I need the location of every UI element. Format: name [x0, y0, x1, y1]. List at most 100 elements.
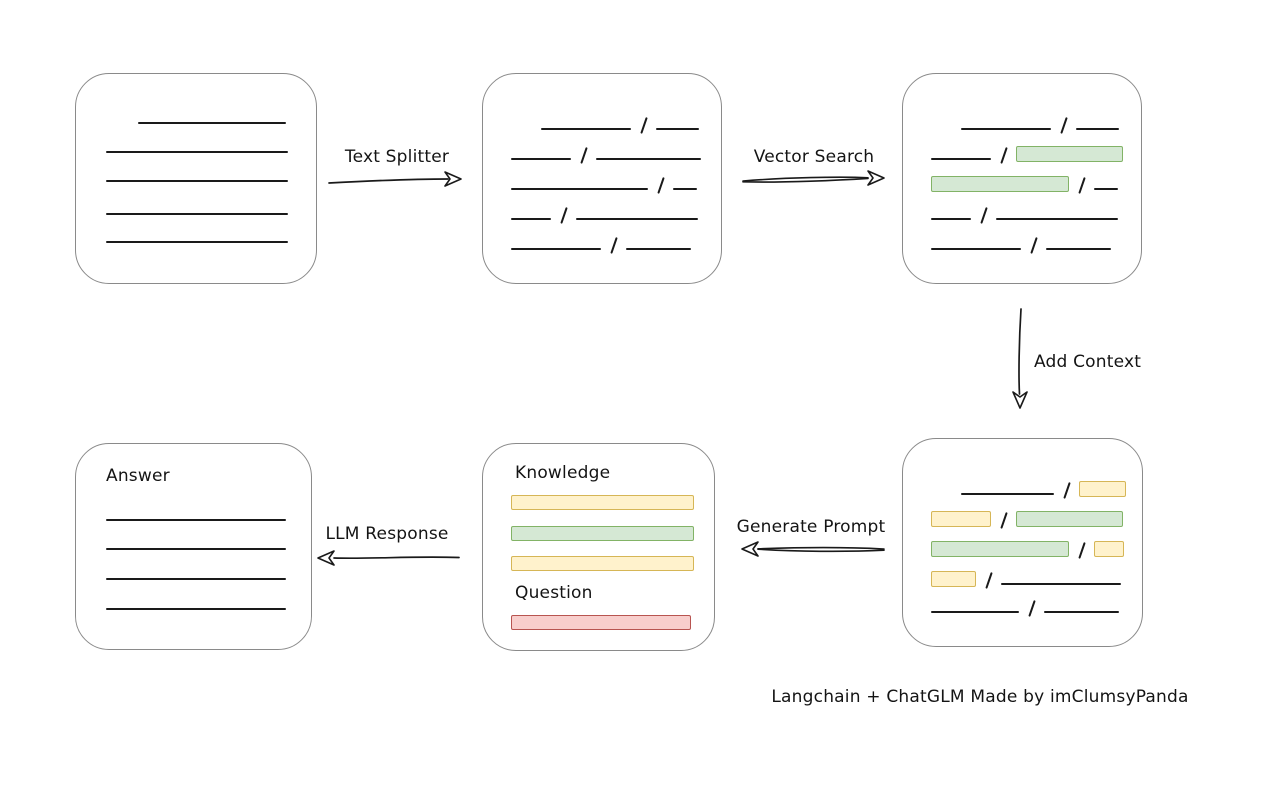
arrow-shaft-double: [757, 548, 885, 553]
matched-chunks-box: [902, 73, 1142, 284]
slash-separator: [1027, 600, 1036, 617]
yellow-bar: [511, 495, 694, 510]
text-line: [106, 578, 286, 580]
chunk-row: [931, 537, 1124, 557]
vector-search-label: Vector Search: [753, 147, 875, 167]
green-bar: [511, 526, 694, 541]
arrow-head: [1012, 391, 1028, 409]
chunk-row: [511, 172, 697, 190]
green-chunk-highlight: [1016, 511, 1123, 527]
text-splitter-label: Text Splitter: [344, 147, 450, 167]
slash-separator: [984, 572, 993, 589]
chunk-row: [931, 202, 1118, 220]
generate-prompt-label: Generate Prompt: [736, 517, 886, 537]
chunk-line: [931, 611, 1019, 613]
green-chunk-highlight: [1016, 146, 1123, 162]
chunk-row: [961, 477, 1126, 497]
text-line: [138, 122, 286, 124]
chunk-row: [931, 567, 1121, 587]
chunk-line: [626, 248, 691, 250]
arrow-head: [317, 550, 335, 566]
question-label: Question: [515, 583, 593, 603]
chunk-line: [511, 158, 571, 160]
chunk-row: [511, 142, 701, 160]
chunk-line: [931, 218, 971, 220]
text-line: [106, 608, 286, 610]
chunk-line: [961, 493, 1054, 495]
chunk-line: [576, 218, 698, 220]
vector-search-arrow: [742, 170, 885, 186]
green-chunk-highlight: [931, 176, 1069, 192]
add-context-label: Add Context: [1034, 352, 1142, 372]
slash-separator: [1029, 237, 1038, 254]
chunk-row: [931, 172, 1118, 192]
arrow-head: [444, 171, 462, 187]
add-context-arrow: [1012, 308, 1028, 409]
slash-separator: [1077, 542, 1086, 559]
yellow-chunk-highlight: [931, 571, 976, 587]
context-chunks-box: [902, 438, 1143, 647]
chunk-line: [931, 158, 991, 160]
chunk-row: [931, 507, 1123, 527]
chunk-line: [1001, 583, 1121, 585]
chunk-line: [1094, 188, 1118, 190]
slash-separator: [999, 512, 1008, 529]
chunk-row: [511, 232, 691, 250]
chunk-line: [1044, 611, 1119, 613]
slash-separator: [579, 147, 588, 164]
text-line: [106, 151, 288, 153]
slash-separator: [1062, 482, 1071, 499]
chunk-row: [511, 202, 698, 220]
chunk-line: [961, 128, 1051, 130]
chunk-line: [673, 188, 697, 190]
generate-prompt-arrow: [741, 541, 885, 557]
text-splitter-arrow: [328, 171, 462, 187]
split-chunks-box: [482, 73, 722, 284]
chunk-row: [931, 595, 1119, 613]
arrow-shaft-double: [742, 177, 869, 183]
chunk-line: [1076, 128, 1119, 130]
slash-separator: [979, 207, 988, 224]
text-line: [106, 241, 288, 243]
red-bar: [511, 615, 691, 630]
arrow-shaft: [328, 178, 449, 184]
answer-label: Answer: [106, 466, 170, 486]
chunk-line: [596, 158, 701, 160]
llm-response-label: LLM Response: [325, 524, 449, 544]
arrow-shaft: [742, 176, 869, 182]
text-line: [106, 548, 286, 550]
slash-separator: [1059, 117, 1068, 134]
text-line: [106, 519, 286, 521]
arrow-shaft: [1018, 308, 1022, 395]
chunk-line: [996, 218, 1118, 220]
llm-response-arrow: [317, 550, 460, 566]
arrow-head: [867, 170, 885, 186]
yellow-chunk-highlight: [1079, 481, 1126, 497]
slash-separator: [609, 237, 618, 254]
text-line: [106, 180, 288, 182]
chunk-row: [541, 112, 699, 130]
chunk-line: [541, 128, 631, 130]
prompt-box: Knowledge Question: [482, 443, 715, 651]
yellow-bar: [511, 556, 694, 571]
arrow-shaft: [757, 546, 885, 550]
chunk-line: [511, 248, 601, 250]
slash-separator: [999, 147, 1008, 164]
answer-box: Answer: [75, 443, 312, 650]
green-chunk-highlight: [931, 541, 1069, 557]
credit-text: Langchain + ChatGLM Made by imClumsyPand…: [771, 687, 1189, 707]
knowledge-label: Knowledge: [515, 463, 611, 483]
chunk-line: [1046, 248, 1111, 250]
slash-separator: [639, 117, 648, 134]
arrow-head: [741, 541, 759, 557]
yellow-chunk-highlight: [1094, 541, 1124, 557]
text-line: [106, 213, 288, 215]
yellow-chunk-highlight: [931, 511, 991, 527]
slash-separator: [559, 207, 568, 224]
chunk-line: [931, 248, 1021, 250]
chunk-line: [511, 188, 648, 190]
arrow-shaft: [333, 556, 460, 560]
document-box: [75, 73, 317, 284]
chunk-line: [656, 128, 699, 130]
